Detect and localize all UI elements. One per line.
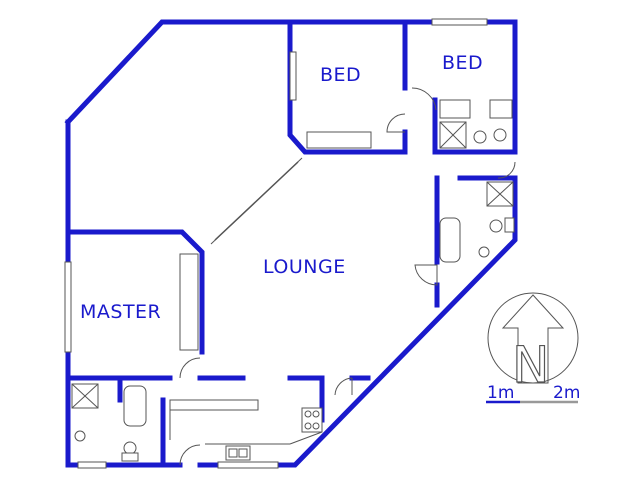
door-bed2 [411, 87, 437, 111]
compass-letter: N [512, 336, 549, 394]
window-master [64, 261, 72, 353]
toilet-master [123, 441, 137, 455]
outer-wall-bottom [197, 175, 518, 468]
room-label-master: MASTER [80, 301, 161, 323]
fixtures [71, 99, 515, 462]
master-top-wall [65, 229, 205, 355]
door-entrance [179, 444, 201, 466]
doors [179, 87, 516, 466]
toilet-bed2 [473, 130, 487, 144]
outer-wall-top [64, 19, 518, 155]
scale-bar: 1m 2m [486, 383, 580, 404]
basin-master [74, 430, 86, 442]
bath-tub-master [123, 385, 147, 427]
window-bed1 [289, 51, 297, 101]
door-bed1 [386, 113, 406, 133]
door-bath-right [414, 264, 438, 286]
door-master [179, 357, 201, 379]
stove [301, 407, 323, 433]
basin-right [478, 246, 490, 258]
north-compass: N [487, 292, 579, 395]
window-bath-bottom [77, 461, 107, 469]
bed2-bath-wall [432, 97, 518, 155]
toilet-right [489, 219, 503, 233]
scale-label-2m: 2m [553, 383, 580, 403]
door-bath-top [497, 161, 516, 179]
room-label-bed1: BED [320, 64, 361, 86]
door-kitchen [334, 377, 353, 396]
window-kitchen [217, 461, 279, 469]
outer-wall-left [65, 119, 183, 468]
room-label-bed2: BED [442, 52, 483, 74]
window-bed2-top [431, 18, 488, 26]
kitchen-wall [287, 375, 325, 423]
basin-bed2 [439, 99, 471, 119]
windows [64, 18, 488, 469]
bath-tub-right [439, 217, 461, 263]
passage-counter [169, 399, 259, 411]
master-cupboard [179, 253, 199, 351]
room-label-lounge: LOUNGE [263, 256, 346, 278]
bed1-cupboard [306, 131, 372, 149]
scale-label-1m: 1m [487, 383, 514, 403]
compass-arrow [501, 294, 565, 384]
